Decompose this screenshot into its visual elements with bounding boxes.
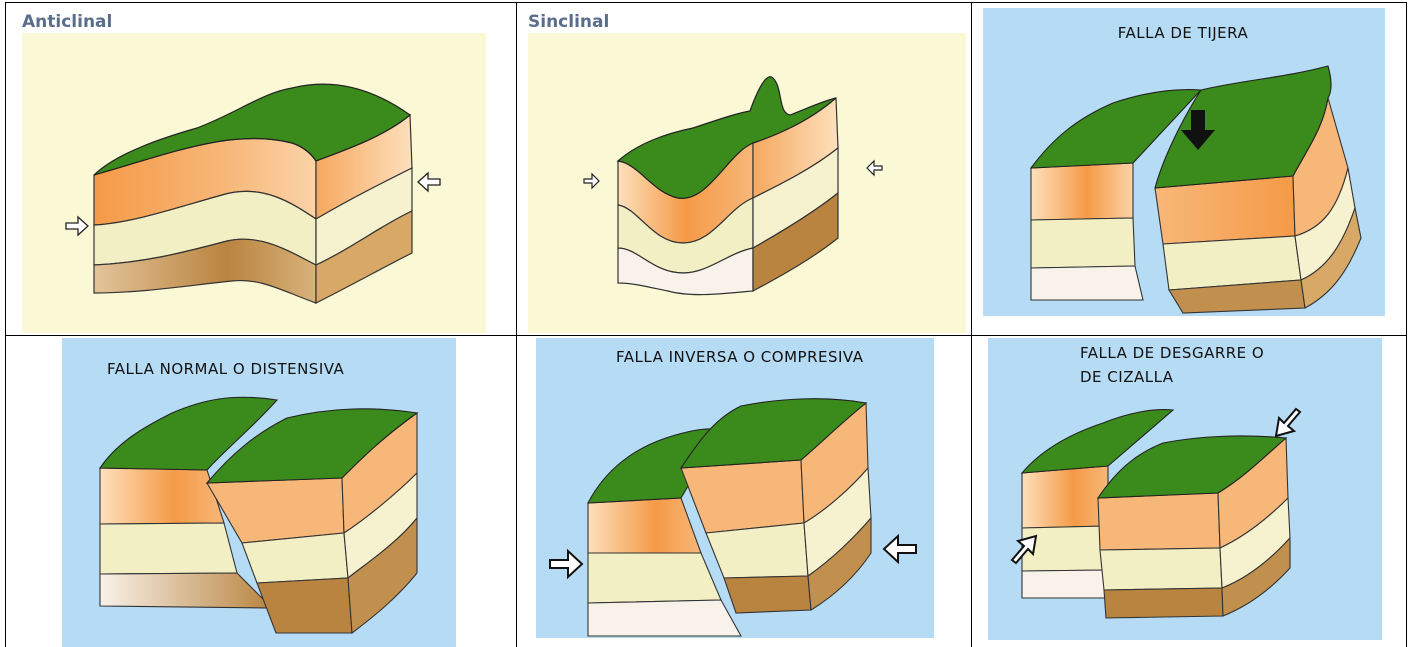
- table-divider-2: [971, 2, 972, 647]
- table-row-divider: [5, 335, 1407, 336]
- anticlinal-svg: [22, 33, 486, 333]
- down-left-arrow-icon: [1274, 407, 1302, 438]
- anticlinal-diagram: [22, 33, 486, 333]
- sinclinal-diagram: [528, 33, 966, 333]
- up-right-arrow-icon: [1010, 534, 1038, 565]
- inversa-title: FALLA INVERSA O COMPRESIVA: [616, 348, 864, 366]
- left-arrow-icon: [866, 159, 883, 177]
- sinclinal-heading: Sinclinal: [528, 12, 610, 32]
- right-arrow-icon: [65, 215, 89, 237]
- table-border-top: [5, 2, 1407, 3]
- normal-title: FALLA NORMAL O DISTENSIVA: [107, 360, 345, 378]
- right-arrow-icon: [583, 172, 600, 190]
- anticlinal-heading: Anticlinal: [22, 12, 113, 32]
- falla-normal-svg: FALLA NORMAL O DISTENSIVA: [62, 338, 456, 647]
- right-arrow-icon: [549, 548, 584, 580]
- falla-tijera-diagram: FALLA DE TIJERA: [983, 8, 1385, 316]
- falla-tijera-svg: FALLA DE TIJERA: [983, 8, 1385, 316]
- table-border-left: [5, 2, 6, 647]
- left-arrow-icon: [417, 171, 441, 193]
- left-arrow-icon: [882, 533, 917, 565]
- falla-inversa-svg: FALLA INVERSA O COMPRESIVA: [536, 338, 934, 638]
- tijera-title: FALLA DE TIJERA: [1118, 24, 1249, 42]
- falla-inversa-diagram: FALLA INVERSA O COMPRESIVA: [536, 338, 934, 638]
- sinclinal-svg: [528, 33, 966, 333]
- desgarre-title-line1: FALLA DE DESGARRE O: [1080, 344, 1264, 362]
- down-arrow-icon: [1181, 110, 1215, 150]
- desgarre-title-line2: DE CIZALLA: [1080, 368, 1174, 386]
- falla-normal-diagram: FALLA NORMAL O DISTENSIVA: [62, 338, 456, 647]
- falla-desgarre-diagram: FALLA DE DESGARRE O DE CIZALLA: [988, 338, 1382, 640]
- table-border-right: [1406, 2, 1407, 647]
- falla-desgarre-svg: FALLA DE DESGARRE O DE CIZALLA: [988, 338, 1382, 640]
- table-divider-1: [516, 2, 517, 647]
